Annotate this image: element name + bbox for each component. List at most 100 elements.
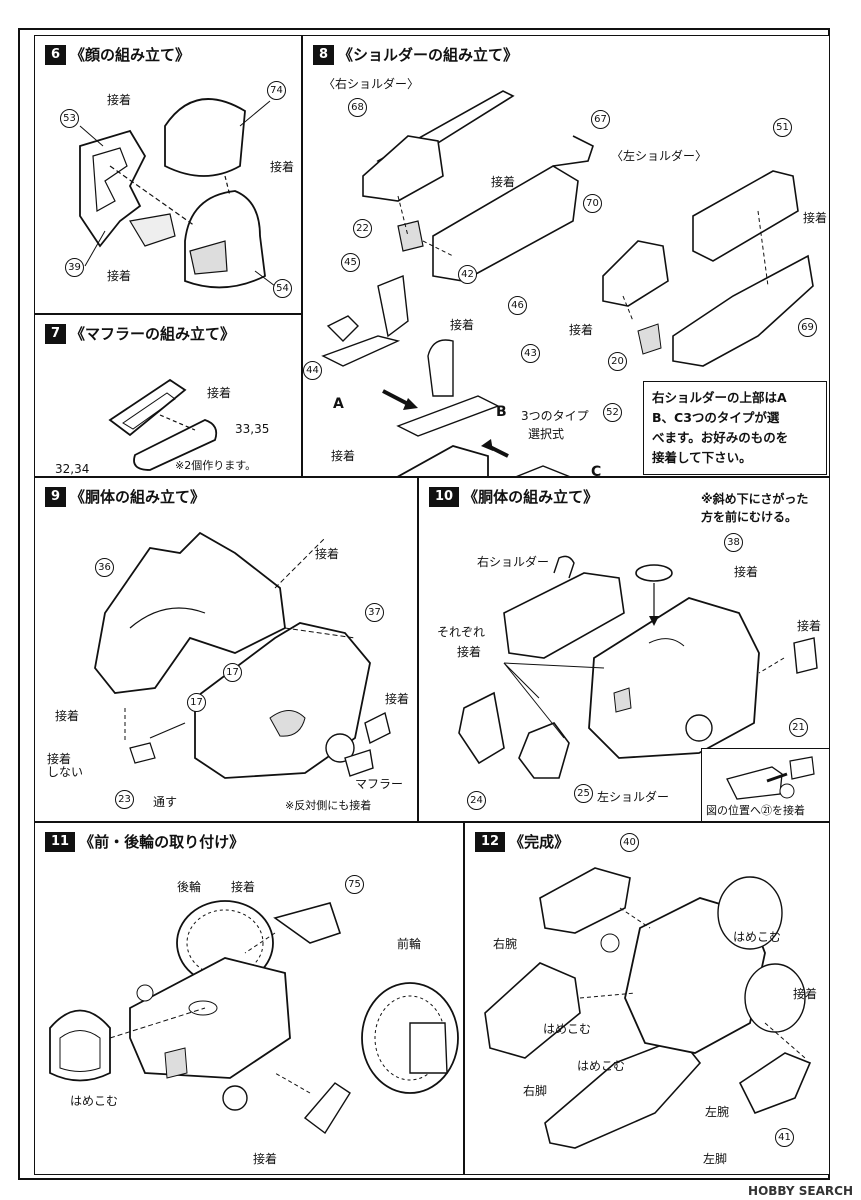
type-c-marker: C bbox=[591, 464, 602, 477]
part-40: 40 bbox=[620, 833, 639, 852]
right-shoulder-label: 〈右ショルダー〉 bbox=[323, 77, 420, 91]
opposite-side-note: ※反対側にも接着 bbox=[285, 799, 372, 812]
part-39: 39 bbox=[65, 258, 84, 277]
front-wheel-label: 前輪 bbox=[397, 937, 422, 951]
glue-label: 接着 bbox=[253, 1152, 278, 1166]
part-45: 45 bbox=[341, 253, 360, 272]
glue-label: 接着 bbox=[803, 211, 828, 225]
step-11-header: 11 《前・後輪の取り付け》 bbox=[45, 831, 244, 852]
part-70: 70 bbox=[583, 194, 602, 213]
rear-wheel-label: 後輪 bbox=[177, 880, 202, 894]
step-title: 《胴体の組み立て》 bbox=[463, 488, 599, 506]
panel-step-10: 10 《胴体の組み立て》 ※斜め下にさがった 方を前にむける。 38 21 bbox=[418, 477, 830, 822]
left-shoulder-label: 〈左ショルダー〉 bbox=[611, 149, 708, 163]
part-51: 51 bbox=[773, 118, 792, 137]
fit-in-label: はめこむ bbox=[733, 930, 782, 944]
glue-label: 接着 bbox=[457, 645, 482, 659]
step-title: 《胴体の組み立て》 bbox=[70, 488, 206, 506]
selectable-label: 選択式 bbox=[528, 427, 565, 441]
glue-label: 接着 bbox=[797, 619, 822, 633]
part-41: 41 bbox=[775, 1128, 794, 1147]
part-32-34: 32,34 bbox=[55, 462, 90, 476]
inset-caption: 図の位置へ㉑を接着 bbox=[706, 804, 805, 817]
part-67: 67 bbox=[591, 110, 610, 129]
glue-label: 接着 bbox=[734, 565, 759, 579]
type-a-marker: A bbox=[333, 396, 344, 412]
make-two-note: ※2個作ります。 bbox=[175, 459, 257, 472]
left-leg-label: 左脚 bbox=[703, 1152, 728, 1166]
muffler-label: マフラー bbox=[355, 777, 404, 791]
part-53: 53 bbox=[60, 109, 79, 128]
step-8-header: 8 《ショルダーの組み立て》 bbox=[313, 44, 518, 65]
step-12-header: 12 《完成》 bbox=[475, 831, 569, 852]
part-38: 38 bbox=[724, 533, 743, 552]
left-shoulder-label: 左ショルダー bbox=[597, 790, 670, 804]
step-number: 10 bbox=[429, 486, 460, 507]
each-label: それぞれ bbox=[437, 625, 486, 639]
part-42: 42 bbox=[458, 265, 477, 284]
shoulder-assembly-drawing bbox=[321, 90, 814, 476]
right-leg-label: 右脚 bbox=[523, 1084, 548, 1098]
part-20: 20 bbox=[608, 352, 627, 371]
step-title: 《完成》 bbox=[509, 833, 570, 851]
fit-in-label: はめこむ bbox=[70, 1094, 119, 1108]
panel-step-9: 9 《胴体の組み立て》 36 37 17 17 23 接着 接着 接着 接着しな… bbox=[34, 477, 418, 822]
completion-drawing bbox=[484, 867, 829, 1149]
step-9-header: 9 《胴体の組み立て》 bbox=[45, 486, 205, 507]
no-glue-label: 接着しない bbox=[47, 752, 84, 780]
part-23: 23 bbox=[115, 790, 134, 809]
placement-inset: 図の位置へ㉑を接着 bbox=[701, 748, 829, 821]
three-types-label: 3つのタイプ bbox=[521, 409, 589, 423]
step-title: 《ショルダーの組み立て》 bbox=[338, 46, 519, 64]
part-17: 17 bbox=[187, 693, 206, 712]
part-21: 21 bbox=[789, 718, 808, 737]
panel-step-7: 7 《マフラーの組み立て》 接着 33,35 32,34 ※2個作ります。 bbox=[34, 314, 302, 477]
glue-label: 接着 bbox=[207, 386, 232, 400]
right-shoulder-label: 右ショルダー bbox=[477, 555, 550, 569]
page-frame: 6 《顔の組み立て》 53 74 39 54 接着 接着 接着 7 《マフラーの bbox=[18, 28, 830, 1180]
glue-label: 接着 bbox=[107, 93, 132, 107]
glue-label: 接着 bbox=[270, 160, 295, 174]
panel-step-12: 12 《完成》 40 41 右腕 はめこむ はめこむ はめこむ 接着 右脚 左腕… bbox=[464, 822, 830, 1175]
part-44: 44 bbox=[303, 361, 322, 380]
glue-label: 接着 bbox=[450, 318, 475, 332]
step-10-header: 10 《胴体の組み立て》 bbox=[429, 486, 598, 507]
step-title: 《顔の組み立て》 bbox=[70, 46, 191, 64]
part-22: 22 bbox=[353, 219, 372, 238]
shoulder-type-note: 右ショルダーの上部はA B、C3つのタイプが選 べます。お好みのものを 接着して… bbox=[643, 381, 827, 475]
wheel-attachment-drawing bbox=[49, 900, 459, 1135]
glue-label: 接着 bbox=[491, 175, 516, 189]
fit-in-label: はめこむ bbox=[577, 1059, 626, 1073]
part-24: 24 bbox=[467, 791, 486, 810]
part-75: 75 bbox=[345, 875, 364, 894]
face-assembly-drawing bbox=[79, 98, 276, 289]
body-shoulder-assembly-drawing bbox=[458, 555, 818, 779]
part-36: 36 bbox=[95, 558, 114, 577]
part-74: 74 bbox=[267, 81, 286, 100]
step-number: 8 bbox=[313, 44, 335, 65]
glue-label: 接着 bbox=[793, 987, 818, 1001]
panel-step-8: 8 《ショルダーの組み立て》 bbox=[302, 35, 830, 477]
glue-label: 接着 bbox=[331, 449, 356, 463]
step-number: 12 bbox=[475, 831, 506, 852]
glue-label: 接着 bbox=[315, 547, 340, 561]
step-number: 7 bbox=[45, 323, 67, 344]
part-25: 25 bbox=[574, 784, 593, 803]
body-assembly-drawing bbox=[94, 531, 391, 779]
right-arm-label: 右腕 bbox=[493, 937, 518, 951]
step-number: 11 bbox=[45, 831, 76, 852]
type-b-marker: B bbox=[496, 404, 507, 420]
panel-step-6: 6 《顔の組み立て》 53 74 39 54 接着 接着 接着 bbox=[34, 35, 302, 314]
part-37: 37 bbox=[365, 603, 384, 622]
step-number: 9 bbox=[45, 486, 67, 507]
part-46: 46 bbox=[508, 296, 527, 315]
step-6-header: 6 《顔の組み立て》 bbox=[45, 44, 190, 65]
fit-in-label: はめこむ bbox=[543, 1022, 592, 1036]
step-title: 《前・後輪の取り付け》 bbox=[79, 833, 245, 851]
part-33-35: 33,35 bbox=[235, 422, 270, 436]
part-17: 17 bbox=[223, 663, 242, 682]
step-number: 6 bbox=[45, 44, 67, 65]
part-68: 68 bbox=[348, 98, 367, 117]
watermark: HOBBY SEARCH bbox=[748, 1184, 853, 1198]
muffler-assembly-drawing bbox=[108, 378, 218, 471]
